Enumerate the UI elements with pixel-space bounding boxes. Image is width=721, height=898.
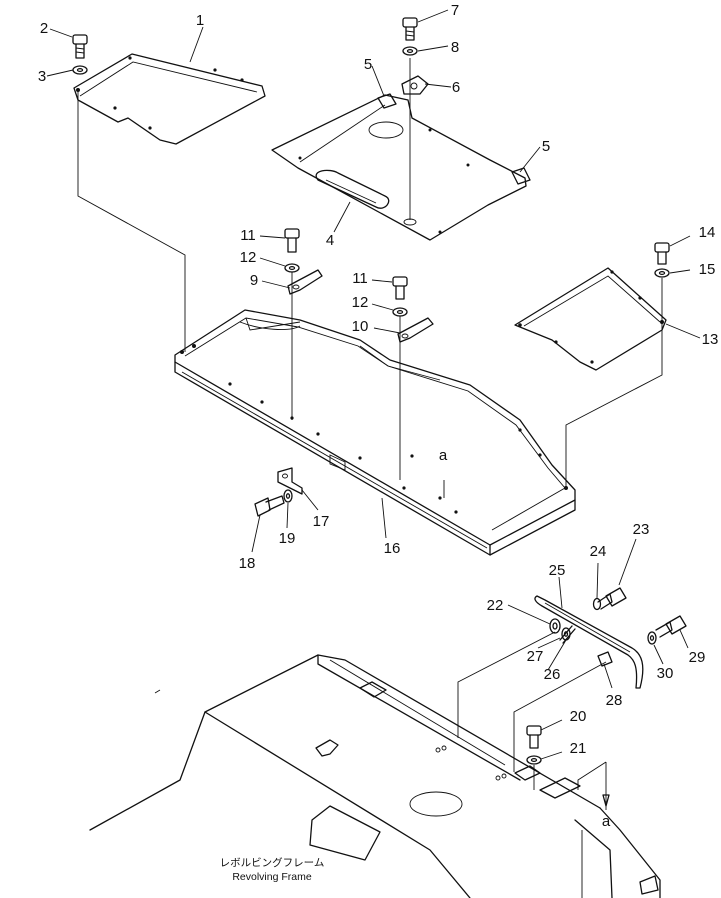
callout-19: 19 xyxy=(279,530,296,547)
washer-3 xyxy=(72,65,88,75)
callout-5-upper: 5 xyxy=(364,56,372,73)
section-marker-bottom: a xyxy=(602,813,611,830)
bolt-11-left xyxy=(284,228,300,253)
callout-28: 28 xyxy=(606,692,623,709)
callout-11-left: 11 xyxy=(240,227,256,244)
callout-9: 9 xyxy=(250,272,258,289)
washer-30 xyxy=(647,631,657,645)
callout-30: 30 xyxy=(657,665,674,682)
washer-21 xyxy=(526,755,542,765)
lever-25 xyxy=(534,595,644,689)
callout-16: 16 xyxy=(384,540,401,557)
leader-lines xyxy=(46,9,701,760)
revolving-frame xyxy=(89,654,661,898)
callout-23: 23 xyxy=(633,521,650,538)
bracket-17 xyxy=(277,467,303,495)
assembly-lines xyxy=(77,58,663,810)
plate-6 xyxy=(401,75,429,95)
bolt-20 xyxy=(526,725,542,749)
callout-4: 4 xyxy=(326,232,334,249)
callout-12-left: 12 xyxy=(240,249,257,266)
bracket-9 xyxy=(287,269,323,295)
bolt-29 xyxy=(655,615,687,638)
callout-10: 10 xyxy=(352,318,369,335)
bracket-10 xyxy=(397,317,434,343)
washer-12-right xyxy=(392,307,408,317)
callout-6: 6 xyxy=(452,79,460,96)
pin-26 xyxy=(559,625,576,644)
callout-20: 20 xyxy=(570,708,587,725)
cover-plate-13 xyxy=(514,267,667,371)
washer-15 xyxy=(654,268,670,278)
callout-13: 13 xyxy=(702,331,719,348)
callout-1: 1 xyxy=(196,12,204,29)
callout-11-right: 11 xyxy=(352,270,368,287)
callout-26: 26 xyxy=(544,666,561,683)
callout-24: 24 xyxy=(590,543,607,560)
bracket-5-upper xyxy=(377,93,397,109)
callout-18: 18 xyxy=(239,555,256,572)
callout-8: 8 xyxy=(451,39,459,56)
frame-16 xyxy=(174,309,576,556)
bolt-11-right xyxy=(392,276,408,300)
callout-29: 29 xyxy=(689,649,706,666)
cover-plate-4 xyxy=(271,94,527,241)
washer-8 xyxy=(402,46,418,56)
callout-12-right: 12 xyxy=(352,294,369,311)
washer-27 xyxy=(561,627,571,641)
callout-25: 25 xyxy=(549,562,566,579)
bolt-18 xyxy=(254,495,285,517)
callouts: 1 2 3 4 5 5 6 7 8 9 10 11 11 12 12 13 14… xyxy=(38,2,719,830)
bolt-2 xyxy=(72,34,88,59)
washer-24 xyxy=(592,597,602,611)
callout-17: 17 xyxy=(313,513,330,530)
bolt-23 xyxy=(597,587,627,610)
clip-28 xyxy=(597,651,613,667)
callout-15: 15 xyxy=(699,261,716,278)
callout-27: 27 xyxy=(527,648,544,665)
washer-12-left xyxy=(284,263,300,273)
cover-plate-1 xyxy=(73,53,266,145)
caption-japanese: レボルビングフレーム xyxy=(220,856,325,869)
callout-14: 14 xyxy=(699,224,716,241)
section-marker-top: a xyxy=(439,447,448,464)
callout-2: 2 xyxy=(40,20,48,37)
callout-22: 22 xyxy=(487,597,504,614)
washer-19 xyxy=(283,489,293,503)
callout-3: 3 xyxy=(38,68,46,85)
bracket-5-lower xyxy=(511,167,531,185)
bolt-7 xyxy=(402,17,418,41)
callout-7: 7 xyxy=(451,2,459,19)
callout-21: 21 xyxy=(570,740,587,757)
washer-22 xyxy=(549,618,561,634)
callout-5-lower: 5 xyxy=(542,138,550,155)
caption-english: Revolving Frame xyxy=(232,871,312,883)
revolving-frame-caption: レボルビングフレーム Revolving Frame xyxy=(220,856,325,883)
bolt-14 xyxy=(654,242,670,265)
